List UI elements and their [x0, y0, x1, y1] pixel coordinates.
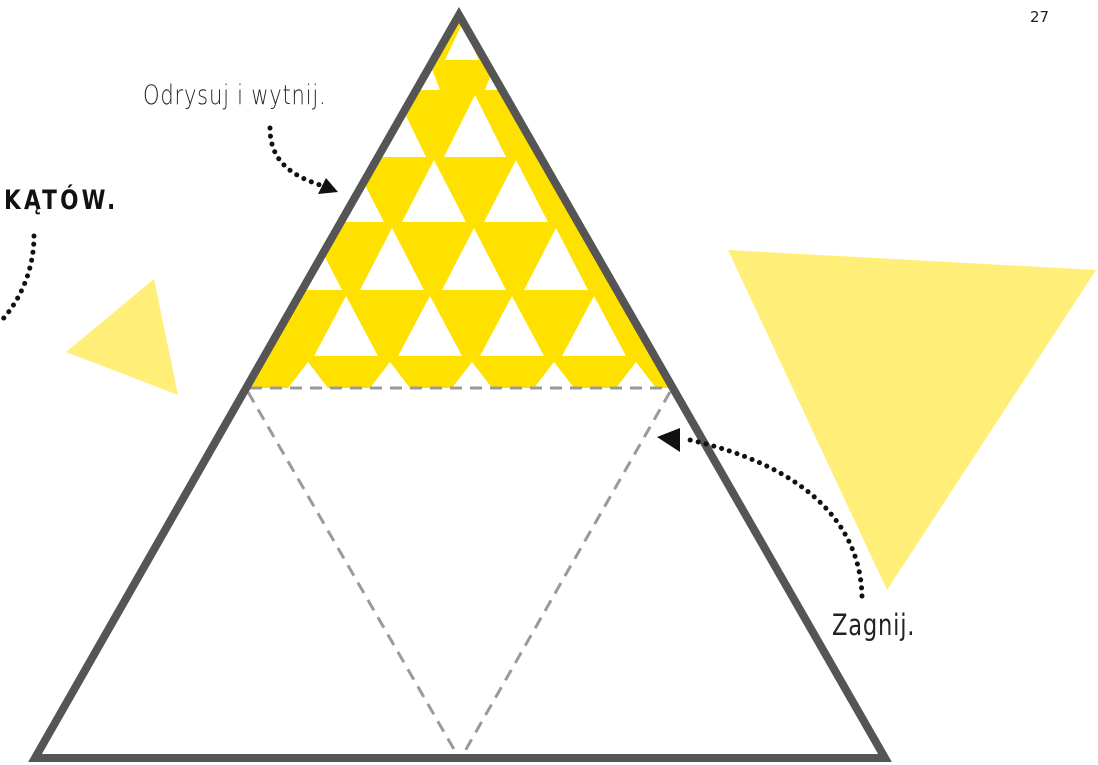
- outer-triangle-outline: [28, 6, 892, 762]
- dotted-line-heading: [0, 233, 37, 323]
- dotted-arrow-fold: [657, 428, 865, 599]
- dotted-arrow-trace: [267, 125, 338, 194]
- page-number: 27: [1030, 8, 1050, 26]
- heading-fragment: KĄTÓW.: [4, 185, 119, 216]
- fold-label: Zagnij.: [832, 608, 916, 642]
- fold-lines: [246, 386, 672, 759]
- large-pale-triangle: [728, 250, 1096, 590]
- trace-and-cut-label: Odrysuj i wytnij.: [143, 80, 327, 111]
- small-pale-triangle: [66, 279, 178, 395]
- patterned-top-face: [250, 16, 670, 388]
